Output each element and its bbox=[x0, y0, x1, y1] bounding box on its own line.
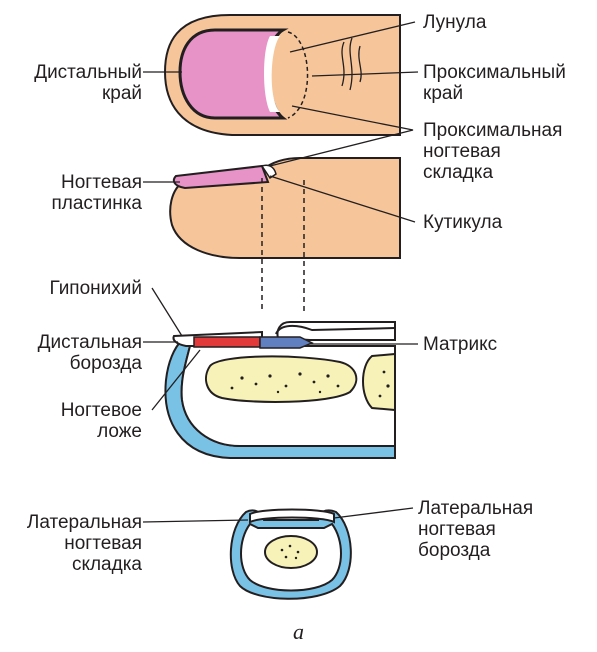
finger-top-view bbox=[165, 15, 400, 135]
cross-section bbox=[231, 510, 351, 599]
label-lateral-groove: Латеральная ногтевая борозда bbox=[418, 498, 533, 561]
label-distal-edge: Дистальный край bbox=[34, 62, 142, 104]
figure-caption: а bbox=[0, 619, 597, 645]
leader-lateral-groove bbox=[334, 508, 413, 518]
label-nail-plate: Ногтевая пластинка bbox=[51, 172, 142, 214]
nail-bed-red bbox=[194, 337, 260, 347]
label-proximal-edge: Проксимальный край bbox=[423, 62, 566, 104]
distal-phalanx-bone bbox=[206, 356, 356, 402]
leader-lateral-fold bbox=[143, 520, 248, 522]
label-hyponychium: Гипонихий bbox=[49, 278, 142, 299]
cross-bone bbox=[265, 536, 317, 568]
label-nail-bed: Ногтевое ложе bbox=[61, 400, 142, 442]
matrix-blue bbox=[260, 337, 312, 348]
next-phalanx-bone bbox=[363, 354, 395, 410]
label-distal-groove: Дистальная борозда bbox=[38, 332, 142, 374]
leader-hyponychium bbox=[152, 288, 182, 336]
sagittal-section bbox=[165, 322, 395, 458]
label-lunula: Лунула bbox=[423, 12, 486, 33]
label-proximal-fold: Проксимальная ногтевая складка bbox=[423, 120, 562, 183]
label-lateral-fold: Латеральная ногтевая складка bbox=[27, 512, 142, 575]
label-matrix: Матрикс bbox=[423, 334, 497, 355]
label-cuticle: Кутикула bbox=[423, 212, 502, 233]
